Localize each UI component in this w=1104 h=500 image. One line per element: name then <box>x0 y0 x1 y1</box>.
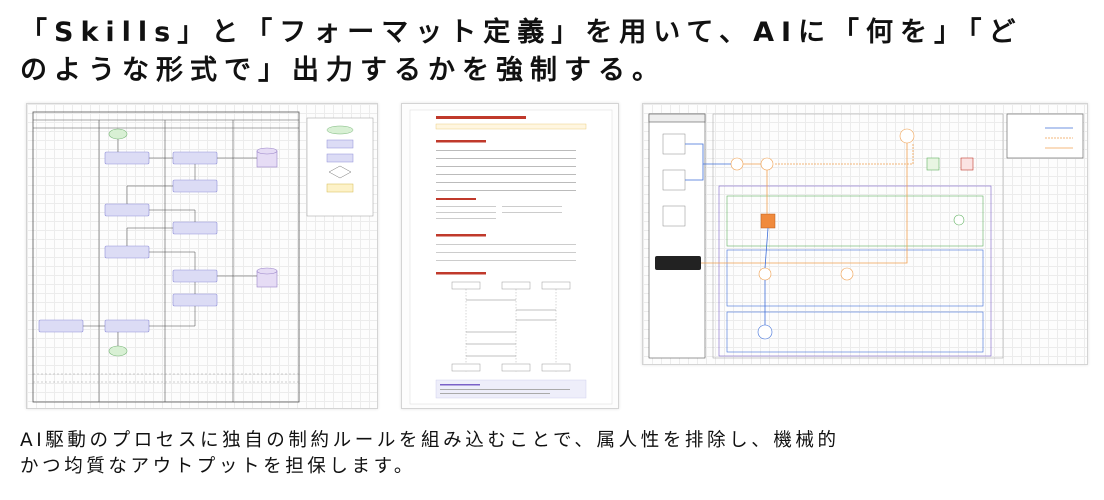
design-document-thumbnail <box>401 103 619 409</box>
caption: AI駆動のプロセスに独自の制約ルールを組み込むことで、属人性を排除し、機械的 か… <box>20 430 840 477</box>
headline: 「Skills」と「フォーマット定義」を用いて、AIに「何を」「ど のような形式… <box>20 17 1023 86</box>
swimlane-diagram-thumbnail <box>26 103 378 409</box>
infrastructure-diagram-svg <box>648 113 1084 359</box>
swimlane-diagram-svg <box>32 111 374 403</box>
infrastructure-diagram-thumbnail <box>642 103 1088 365</box>
design-document-svg <box>409 109 613 405</box>
